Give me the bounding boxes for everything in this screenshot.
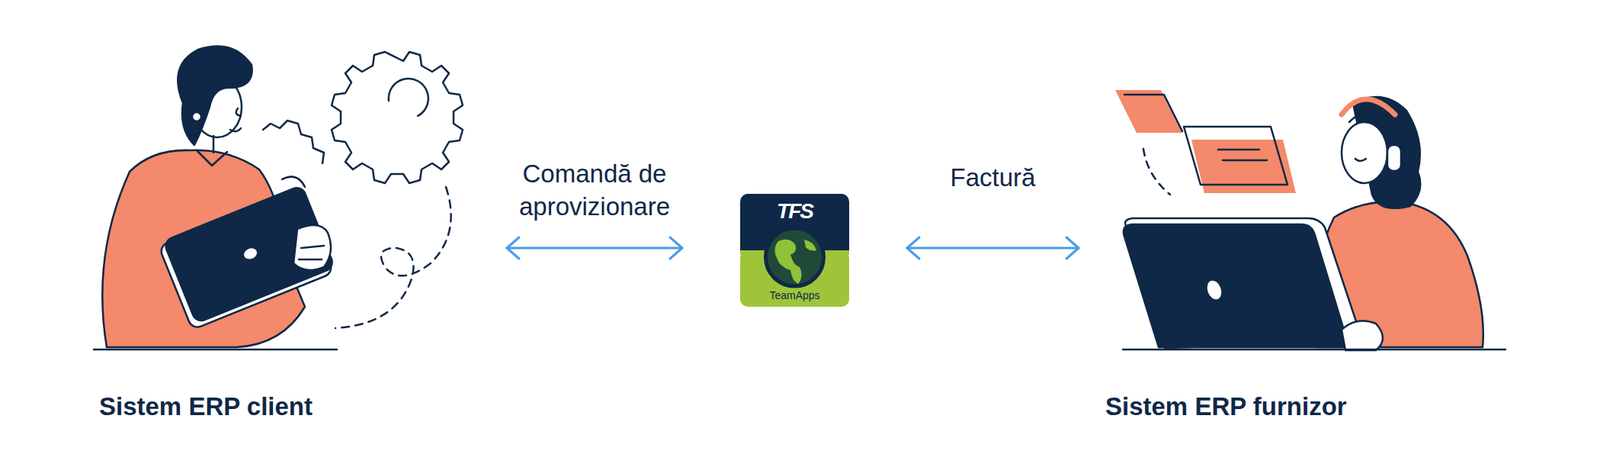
- system-label: Sistem ERP client: [99, 391, 313, 421]
- supplier-erp-node: Sistem ERP furnizor: [1082, 45, 1540, 443]
- system-label: Sistem ERP furnizor: [1105, 391, 1347, 421]
- arrow-head: [670, 237, 683, 259]
- globe-land: [774, 239, 817, 284]
- logo-letters: TFS: [740, 198, 850, 225]
- globe: [766, 227, 825, 286]
- supplier-illustration: [1115, 89, 1506, 350]
- logo-box: TFS TeamApps: [740, 193, 850, 307]
- double-arrow: [506, 237, 683, 259]
- edge-label: Factură: [906, 161, 1081, 195]
- double-arrow: [907, 237, 1079, 259]
- arrow-head: [907, 237, 920, 259]
- logo-name: TeamApps: [740, 288, 850, 302]
- arrow-head: [506, 237, 520, 259]
- client-erp-node: Sistem ERP client: [76, 45, 504, 443]
- teamapps-node: TFS TeamApps: [686, 193, 904, 307]
- arrow-head: [1066, 237, 1079, 259]
- client-illustration: [93, 46, 463, 350]
- arrow-line: [907, 246, 1079, 250]
- edge-label: Comandă de aprovizionare: [488, 157, 701, 224]
- arrow-line: [506, 246, 683, 250]
